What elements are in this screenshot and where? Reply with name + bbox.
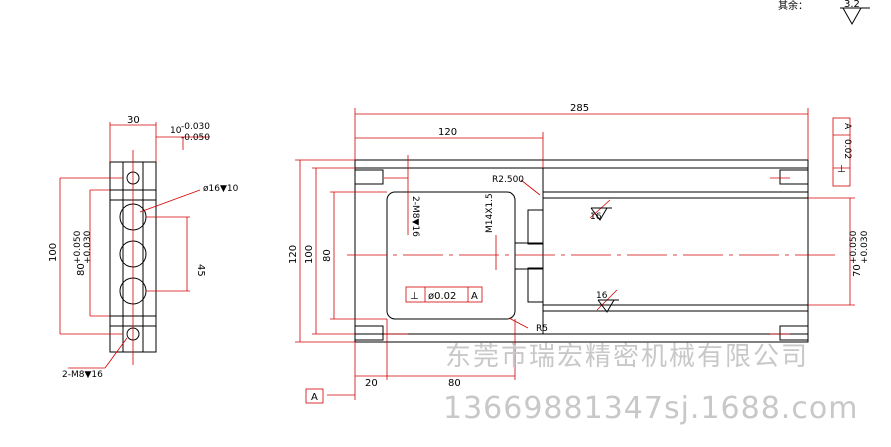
main-roughness-marks	[590, 207, 619, 313]
main-thread-m14: M14X1.5	[485, 193, 495, 233]
side-inner-dim-group: 80 +0.050 +0.030	[73, 230, 93, 276]
main-height-70-upper: +0.050	[849, 230, 859, 264]
side-width-dim: 30	[127, 115, 140, 126]
side-inner-tol-upper: +0.050	[73, 230, 83, 264]
side-inner-tol-lower: +0.030	[83, 230, 93, 264]
datum-a-marker: A	[305, 388, 324, 404]
gdt-frame-symbol: ⊥	[837, 164, 846, 175]
side-inner-dim: 80	[76, 263, 87, 276]
side-tol-lower: -0.050	[181, 133, 210, 143]
main-view-dimensions	[295, 108, 855, 400]
gdt-flat-symbol: ⊥	[410, 291, 419, 302]
gdt-flatness-frame: ⊥ ø0.02 A	[405, 286, 483, 303]
roughness-value: 3.2	[844, 0, 860, 10]
gdt-perpendicularity-frame: A 0.02 ⊥	[832, 117, 852, 187]
main-height-70-group: 70 +0.050 +0.030	[849, 230, 870, 277]
side-thread-callout: 2-M8▼16	[62, 370, 103, 380]
main-height-70-lower: +0.030	[860, 230, 870, 264]
watermark-company: 东莞市瑞宏精密机械有限公司	[445, 342, 809, 372]
main-view-outline	[354, 159, 809, 343]
main-thread-vertical: 2-M8▼16	[410, 196, 420, 237]
main-roughness-1: 16	[590, 212, 602, 222]
gdt-flat-tolerance: ø0.02	[428, 291, 456, 302]
main-height-120: 120	[288, 245, 299, 264]
side-hole-callout: ø16▼10	[203, 184, 239, 194]
main-height-80: 80	[322, 249, 333, 262]
main-dim-80: 80	[448, 378, 461, 389]
gdt-frame-tolerance: 0.02	[842, 139, 852, 159]
datum-label: A	[311, 392, 318, 403]
main-total-length: 285	[570, 103, 589, 114]
remaining-roughness-label: 其余：	[778, 0, 808, 12]
watermark-contact: 13669881347sj.1688.com	[443, 391, 858, 426]
main-roughness-2: 16	[596, 291, 608, 301]
header: 其余： 3.2	[778, 0, 870, 26]
side-height-dim: 100	[48, 243, 59, 262]
side-view: 30 10 -0.030 -0.050 ø16▼10 100 80 +0.050…	[48, 115, 239, 380]
watermark: 东莞市瑞宏精密机械有限公司 13669881347sj.1688.com	[443, 342, 858, 426]
surface-roughness-symbol: 3.2	[840, 0, 870, 26]
gdt-frame-datum: A	[842, 123, 852, 130]
main-view: 285 120 R2.500 120 100 80 2-M8▼16 M14X1.…	[288, 103, 870, 404]
side-view-dimensions	[59, 122, 210, 369]
side-pitch-dim: 45	[195, 264, 206, 277]
main-radius-callout: R2.500	[492, 175, 524, 185]
gdt-flat-datum: A	[471, 291, 478, 302]
main-dim-20: 20	[365, 378, 378, 389]
main-length-120: 120	[438, 127, 457, 138]
main-radius-r5: R5	[536, 324, 548, 334]
side-tol-base: 10	[170, 126, 182, 136]
main-height-100: 100	[304, 245, 315, 264]
main-height-70: 70	[852, 264, 863, 277]
side-tol-upper: -0.030	[181, 122, 210, 132]
